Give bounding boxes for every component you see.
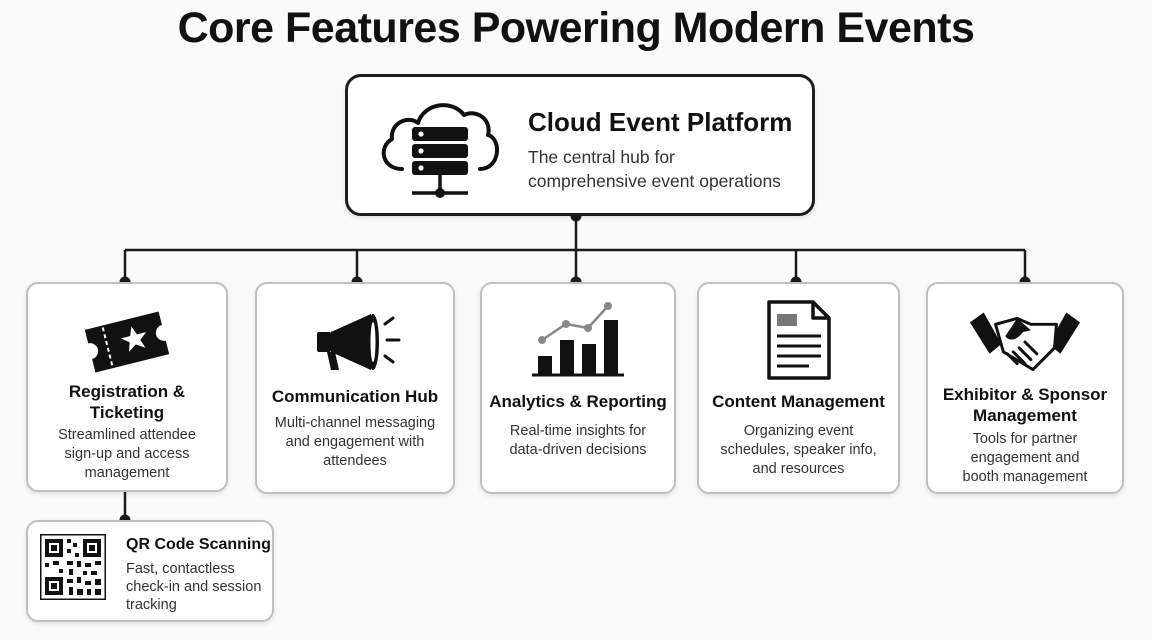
feature-card-analytics: Analytics & Reporting Real-time insights… xyxy=(480,282,676,494)
megaphone-icon xyxy=(317,314,401,370)
ticket-star-icon xyxy=(84,311,170,373)
qr-code-icon xyxy=(40,534,106,600)
feature-card-exhibitor: Exhibitor & Sponsor Management Tools for… xyxy=(926,282,1124,494)
document-icon xyxy=(766,300,831,380)
subfeature-card-qr: QR Code Scanning Fast, contactless check… xyxy=(26,520,274,622)
handshake-icon xyxy=(969,312,1081,372)
page-title: Core Features Powering Modern Events xyxy=(177,4,975,52)
subfeature-description: Fast, contactless check-in and session t… xyxy=(126,561,262,613)
feature-description: Tools for partner engagement and booth m… xyxy=(962,431,1088,485)
feature-description: Multi-channel messaging and engagement w… xyxy=(274,415,436,469)
bar-chart-icon xyxy=(532,302,624,377)
root-description: The central hub for comprehensive event … xyxy=(528,147,781,191)
feature-title: Communication Hub xyxy=(271,387,439,406)
root-node-card: Cloud Event Platform The central hub for… xyxy=(345,74,815,216)
feature-description: Organizing event schedules, speaker info… xyxy=(720,423,877,477)
feature-title: Analytics & Reporting xyxy=(489,392,667,411)
feature-card-content: Content Management Organizing event sche… xyxy=(697,282,900,494)
cloud-server-icon xyxy=(381,103,500,198)
subfeature-title: QR Code Scanning xyxy=(126,536,271,553)
feature-description: Streamlined attendee sign-up and access … xyxy=(58,427,196,481)
feature-description: Real-time insights for data-driven decis… xyxy=(509,423,647,458)
root-title: Cloud Event Platform xyxy=(528,107,793,137)
feature-title: Exhibitor & Sponsor Management xyxy=(942,385,1108,425)
feature-title: Content Management xyxy=(712,392,885,411)
feature-card-communication: Communication Hub Multi-channel messagin… xyxy=(255,282,455,494)
feature-title: Registration & Ticketing xyxy=(68,382,186,422)
feature-card-registration: Registration & Ticketing Streamlined att… xyxy=(26,282,228,492)
